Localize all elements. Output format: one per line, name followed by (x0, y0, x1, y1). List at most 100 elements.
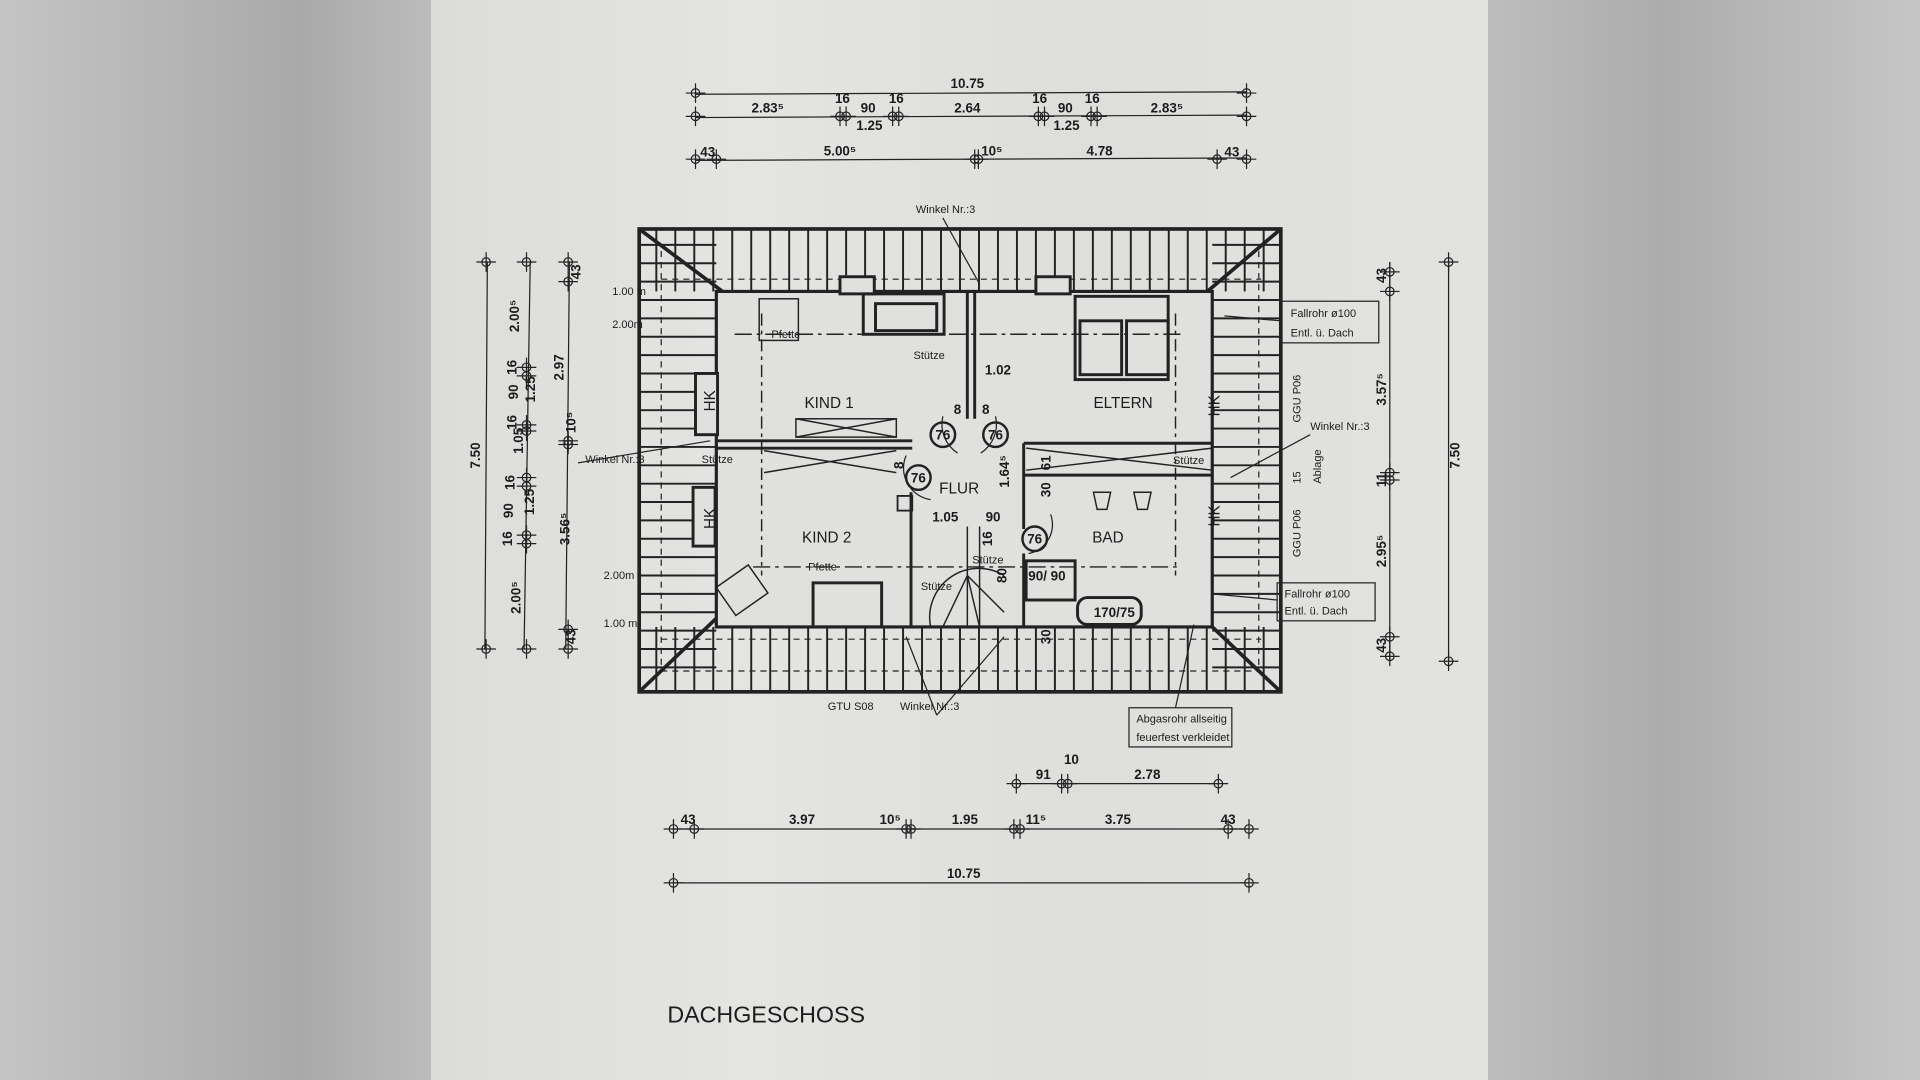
interior-dimension: 8 (954, 402, 962, 417)
drawing-title: DACHGESCHOSS (667, 1001, 865, 1027)
fallrohr-label: Entl. ü. Dach (1284, 606, 1347, 618)
dimension-label: 2.00⁵ (507, 300, 522, 333)
dimension-label: 16 (1085, 91, 1100, 106)
dimension-label: 11⁵ (1026, 812, 1047, 827)
dimension-label: 1.05 (511, 427, 526, 454)
dimension-label: 3.97 (789, 812, 815, 827)
dimension-label: 90 (506, 384, 521, 399)
stuetze-label: Stütze (921, 581, 952, 593)
interior-dimension: 80 (995, 568, 1010, 583)
room-flur: FLUR (939, 480, 979, 497)
window-gtu-label: GTU S08 (828, 701, 874, 713)
dimension-label: 16 (835, 91, 850, 106)
interior-walls (691, 275, 1213, 629)
interior-dimension: 1.64⁵ (997, 455, 1012, 488)
dimension-line (695, 114, 1247, 119)
dimension-label: 15 (1291, 471, 1303, 483)
photo-background-right (1488, 0, 1920, 1080)
dimension-label: 43 (1221, 812, 1236, 827)
ceiling-height-label: 1.00 m (612, 286, 646, 298)
room-eltern: ELTERN (1093, 395, 1152, 412)
ceiling-height-label: 2.00m (604, 570, 635, 582)
dimension-label: 43 (681, 812, 696, 827)
interior-dimension: 16 (980, 531, 995, 546)
beams-and-furniture (715, 298, 1213, 628)
door-width-label: 76 (911, 470, 926, 485)
interior-dimension: 8 (982, 402, 990, 417)
dimension-label: 2.95⁵ (1374, 535, 1389, 568)
annotation-boxes (577, 217, 1380, 748)
dimension-label: 90 (1058, 101, 1073, 116)
window-ggu-label: GGU P06 (1291, 375, 1303, 423)
dimension-line (523, 262, 531, 649)
door-width-marker (904, 464, 932, 492)
door-width-label: 76 (1027, 532, 1042, 547)
room-kind-1: KIND 1 (804, 395, 853, 412)
fallrohr-label: Entl. ü. Dach (1291, 328, 1354, 340)
radiator-hk-label: HK (1207, 394, 1224, 416)
dimension-label: 90 (861, 101, 876, 116)
dimension-label: 16 (505, 360, 520, 375)
stuetze-label: Stütze (913, 350, 944, 362)
interior-dimension: 30 (1039, 629, 1054, 644)
dimension-label: 4.78 (1086, 144, 1113, 159)
dimension-label: 2.00⁵ (508, 581, 523, 614)
dimension-label: 5.00⁵ (824, 144, 857, 159)
dimension-overall-width: 10.75 (951, 76, 985, 91)
interior-dimension: 61 (1039, 455, 1054, 470)
stuetze-label: Stütze (972, 554, 1003, 566)
dimension-label: 10⁵ (880, 812, 901, 827)
dimension-label: 10⁵ (564, 412, 579, 433)
photo-background-left (0, 0, 431, 1080)
dimension-label: 10⁵ (981, 144, 1002, 159)
dimension-label: 10 (1064, 752, 1079, 767)
interior-dimension: 8 (892, 461, 907, 469)
interior-dimension: 1.05 (932, 510, 959, 525)
stuetze-label: Stütze (1173, 455, 1204, 467)
dimension-label: 1.25 (523, 376, 538, 403)
dimension-label: 90 (501, 503, 516, 518)
dimension-label: 43 (564, 629, 579, 644)
winkel-label: Winkel Nr.:3 (585, 454, 644, 466)
dimension-label: 16 (889, 91, 904, 106)
fallrohr-label: Fallrohr ø100 (1284, 589, 1350, 601)
abgasrohr-label: Abgasrohr allseitig (1136, 713, 1227, 725)
dimension-label: 43 (1374, 638, 1389, 653)
dimension-line (484, 262, 488, 649)
dimension-label: 1.25 (1053, 118, 1080, 133)
radiator-hk-label: HK (702, 389, 719, 411)
dimension-label: 3.75 (1105, 812, 1132, 827)
fallrohr-label: Fallrohr ø100 (1291, 308, 1357, 320)
pfette-label: Pfette (808, 562, 837, 574)
winkel-label: Winkel Nr.:3 (916, 204, 975, 216)
ceiling-height-label: 1.00 m (604, 618, 638, 630)
ceiling-height-label: 2.00m (612, 319, 643, 331)
dimension-overall-width: 10.75 (947, 866, 981, 881)
dimension-label: 2.83⁵ (751, 101, 784, 116)
winkel-label: Winkel Nr.:3 (900, 701, 959, 713)
dimension-label: 1.25 (522, 488, 537, 515)
dimension-label: 16 (502, 475, 517, 490)
dimension-label: 16 (500, 531, 515, 546)
dimension-lines (476, 83, 1459, 893)
dimension-label: 2.64 (954, 101, 981, 116)
room-kind-2: KIND 2 (802, 529, 851, 546)
pfette-label: Pfette (771, 329, 800, 341)
dimension-label: 11 (1374, 472, 1389, 487)
winkel-label: Winkel Nr.:3 (1310, 421, 1369, 433)
dimension-line (565, 262, 570, 649)
door-width-marker (929, 421, 957, 449)
door-width-label: 76 (935, 428, 950, 443)
radiator-hk-label: HK (1207, 504, 1224, 526)
interior-dimension: 1.02 (985, 363, 1011, 378)
dimension-label: 3.57⁵ (1374, 373, 1389, 406)
plan-labels: 10.752.83⁵16901.25162.6416901.25162.83⁵4… (468, 76, 1463, 1027)
dimension-label: 2.97 (551, 354, 566, 380)
interior-dimension: 90/ 90 (1028, 568, 1065, 583)
dimension-label: 2.78 (1134, 767, 1161, 782)
ablage-label: Ablage (1312, 449, 1324, 483)
room-bad: BAD (1092, 529, 1123, 546)
dimension-label: 16 (1032, 91, 1047, 106)
interior-dimension: 30 (1039, 482, 1054, 497)
